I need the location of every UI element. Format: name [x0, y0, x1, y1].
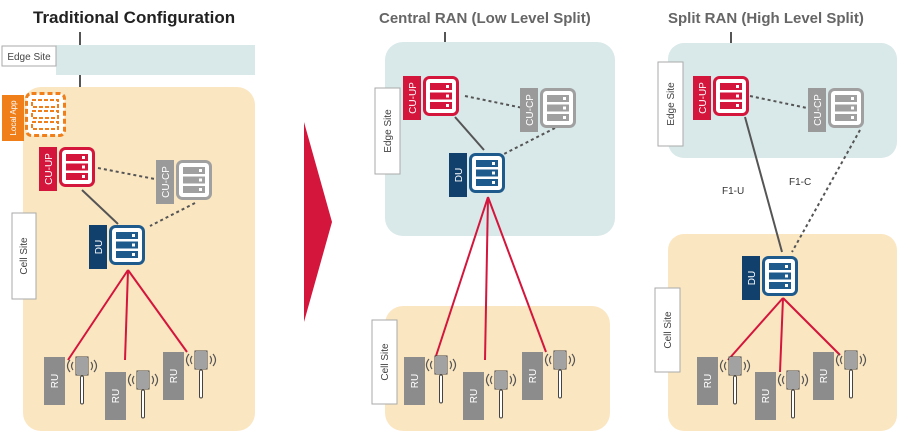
ru-box-3a	[697, 357, 718, 405]
link-f1c	[791, 129, 861, 253]
link-cuup-du-1	[81, 189, 119, 225]
f1u-label: F1-U	[722, 186, 744, 197]
ru-box-1b	[105, 372, 126, 420]
cu-cp-server-icon-3	[828, 88, 864, 128]
edge-site-area-3	[668, 43, 897, 158]
link-cuup-cucp-2	[464, 95, 524, 109]
cu-up-server-icon-1	[59, 147, 95, 187]
local-app-tag	[2, 95, 24, 141]
link-cuup-cucp-3	[749, 95, 808, 109]
ru-box-2c	[522, 352, 543, 400]
cu-cp-label-1: CU-CP	[161, 166, 172, 198]
cu-cp-tag-1	[156, 160, 174, 204]
cu-cp-tag-3	[808, 88, 826, 132]
link-cuup-cucp-1	[97, 167, 161, 181]
fronthaul-3a	[727, 297, 784, 361]
ru-box-3c	[813, 352, 834, 400]
cu-up-tag-1	[39, 147, 57, 191]
title-central: Central RAN (Low Level Split)	[379, 10, 591, 27]
cu-cp-label-2: CU-CP	[525, 94, 536, 126]
edge-site-label-3: Edge Site	[666, 82, 677, 126]
cu-up-tag-2	[403, 76, 421, 120]
du-label-3: DU	[747, 271, 758, 285]
du-tag-1	[89, 225, 107, 269]
ru-label-2a: RU	[410, 374, 421, 388]
du-label-2: DU	[454, 168, 465, 182]
ru-box-2b	[463, 372, 484, 420]
link-cuup-du-2	[454, 116, 485, 151]
edge-site-label-2: Edge Site	[383, 109, 394, 153]
fronthaul-1a	[67, 269, 129, 361]
ru-label-3a: RU	[703, 374, 714, 388]
du-label-1: DU	[94, 240, 105, 254]
ru-label-3c: RU	[819, 369, 830, 383]
cell-site-label: Cell Site	[19, 237, 30, 275]
cu-up-label-2: CU-UP	[408, 82, 419, 114]
cu-cp-server-icon-1	[176, 160, 212, 200]
du-server-icon-1	[109, 225, 145, 265]
ru-box-2a	[404, 357, 425, 405]
fronthaul-2b	[484, 196, 489, 361]
cell-site-label-box-3	[654, 287, 681, 373]
cu-up-server-icon-3	[713, 76, 749, 116]
ru-box-1a	[44, 357, 65, 405]
ru-label-1b: RU	[111, 389, 122, 403]
ru-box-3b	[755, 372, 776, 420]
local-app-icon	[25, 92, 66, 137]
cu-up-label-3: CU-UP	[698, 82, 709, 114]
fronthaul-3b	[779, 297, 784, 373]
fronthaul-1b	[124, 269, 129, 361]
cell-site-label-box-2	[371, 319, 398, 405]
cell-site-label-2: Cell Site	[380, 343, 391, 381]
ru-label-2c: RU	[528, 369, 539, 383]
edge-site-strip	[56, 45, 255, 75]
transition-arrow	[304, 122, 332, 322]
link-cucp-du-2	[499, 127, 556, 157]
ru-label-3b: RU	[761, 389, 772, 403]
du-server-icon-3	[762, 256, 798, 296]
du-tag-2	[449, 153, 467, 197]
cu-cp-server-icon-2	[540, 88, 576, 128]
edge-site-label-box	[1, 45, 57, 67]
cell-site-label-3: Cell Site	[663, 311, 674, 349]
cu-up-label-1: CU-UP	[44, 153, 55, 185]
du-server-icon-2	[469, 153, 505, 193]
ru-label-1c: RU	[169, 369, 180, 383]
fronthaul-2a	[435, 196, 489, 357]
cu-cp-tag-2	[520, 88, 538, 132]
edge-site-label-box-3	[657, 61, 684, 147]
title-split: Split RAN (High Level Split)	[668, 10, 864, 27]
cu-cp-label-3: CU-CP	[813, 94, 824, 126]
local-app-label: Local App	[9, 100, 18, 136]
edge-site-label-box-2	[374, 87, 401, 175]
du-tag-3	[742, 256, 760, 300]
fronthaul-1c	[127, 269, 188, 353]
fronthaul-2c	[487, 196, 547, 353]
edge-site-area-2	[385, 42, 615, 236]
ru-box-1c	[163, 352, 184, 400]
cu-up-server-icon-2	[423, 76, 459, 116]
ru-label-1a: RU	[50, 374, 61, 388]
link-cucp-du-1	[149, 202, 196, 227]
cu-up-tag-3	[693, 76, 711, 120]
edge-site-label: Edge Site	[7, 52, 51, 63]
fronthaul-3c	[782, 297, 841, 356]
title-traditional: Traditional Configuration	[33, 8, 235, 27]
cell-site-label-box	[11, 212, 37, 300]
ru-label-2b: RU	[469, 389, 480, 403]
link-f1u	[744, 116, 783, 253]
f1c-label: F1-C	[789, 177, 811, 188]
